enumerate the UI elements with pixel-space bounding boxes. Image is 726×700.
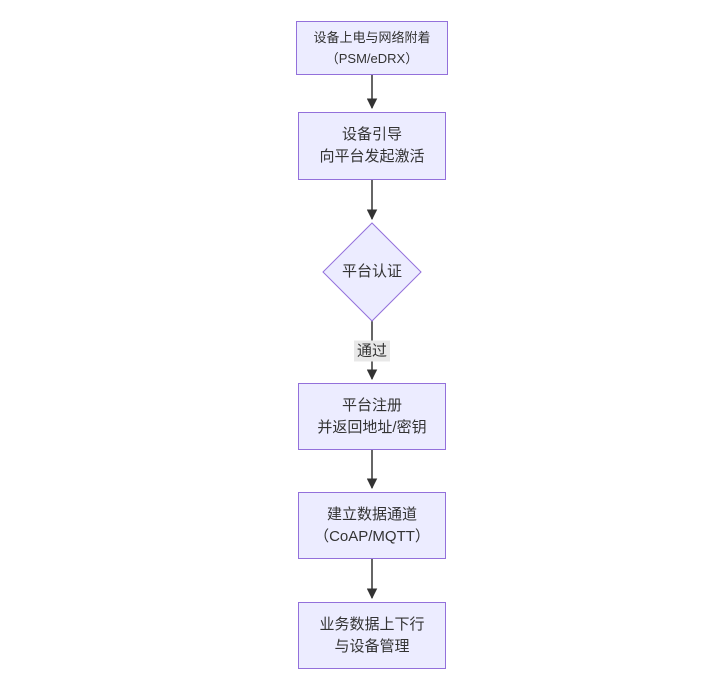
node-power-attach: 设备上电与网络附着 （PSM/eDRX） [296,21,448,75]
node-business-data-line1: 业务数据上下行 [319,615,425,633]
edge-label-pass: 通过 [353,340,391,362]
node-business-data-line2: 与设备管理 [334,637,410,655]
node-platform-register-line1: 平台注册 [341,396,402,414]
decision-diamond-shape [322,222,422,322]
node-platform-register-line2: 并返回地址/密钥 [317,418,427,436]
node-bootstrap-line1: 设备引导 [341,126,402,143]
node-data-channel-line1: 建立数据通道 [326,505,417,523]
node-bootstrap: 设备引导 向平台发起激活 [298,112,446,180]
edge-label-pass-text: 通过 [356,342,388,360]
node-power-attach-line2: （PSM/eDRX） [325,51,419,66]
node-bootstrap-line2: 向平台发起激活 [319,148,425,165]
node-data-channel-line2: （CoAP/MQTT） [314,527,430,545]
node-power-attach-line1: 设备上电与网络附着 [313,30,431,45]
node-platform-register: 平台注册 并返回地址/密钥 [298,383,446,450]
node-business-data: 业务数据上下行 与设备管理 [298,602,446,669]
node-data-channel: 建立数据通道 （CoAP/MQTT） [298,492,446,559]
